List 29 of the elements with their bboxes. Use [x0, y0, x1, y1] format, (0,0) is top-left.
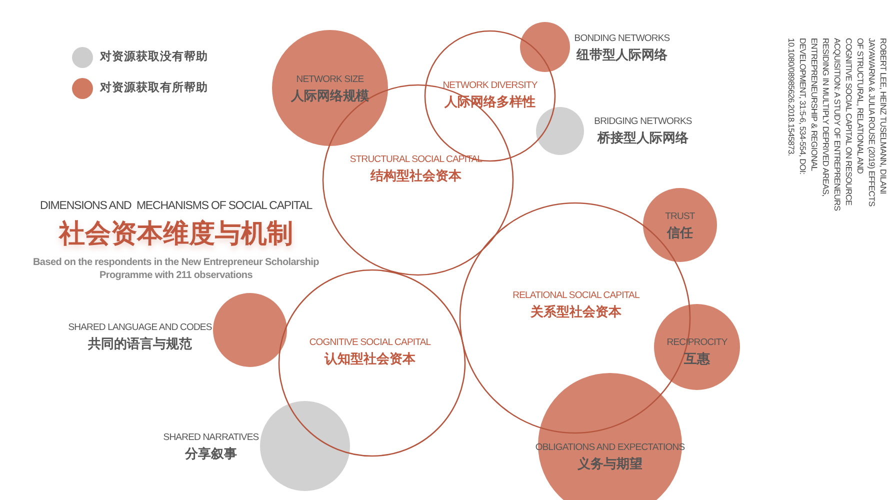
node-title: SHARED NARRATIVES	[163, 432, 259, 444]
node-title: TRUST	[665, 211, 695, 223]
citation: ROBERT LEE, HEINZ TUSELMANN, DILANI JAYAWARNA & JULIA ROUSE (2019) EFFECTS OF STRUCTURAL, RELATIONAL AND COGNITIVE SOCIAL CAPITAL ON RESOURCE ACQUISITION: A STUDY OF ENTREPRENEURS RESIDING IN MULTIPLY DEPRIVED AREAS, ENTREPRENEURSHIP & REGIONAL DEVELOPMENT, 31:5-6, 534-554, DOI: 10.1080/08985626.2018.1545873.	[786, 38, 888, 213]
title: DIMENSIONS AND MECHANISMS OF SOCIAL CAPITAL	[38, 200, 314, 212]
legend-label: 对资源获取有所帮助	[100, 80, 208, 96]
node-title: NETWORK SIZE	[296, 74, 364, 86]
node-subtitle: 认知型社会资本	[324, 350, 416, 367]
node-subtitle: 共同的语言与规范	[88, 335, 192, 352]
legend-label: 对资源获取没有帮助	[100, 49, 208, 65]
node-title: SHARED LANGUAGE AND CODES	[68, 322, 212, 334]
node-subtitle: 人际网络规模	[291, 87, 369, 104]
node-subtitle: 桥接型人际网络	[598, 129, 688, 146]
node-subtitle: 人际网络多样性	[444, 93, 536, 110]
node-title: BRIDGING NETWORKS	[594, 116, 692, 128]
node-title: STRUCTURAL SOCIAL CAPITAL	[350, 154, 482, 166]
node-title: NETWORK DIVERSITY	[442, 80, 538, 92]
node-subtitle: 互惠	[684, 350, 710, 367]
node-subtitle: 分享叙事	[185, 445, 237, 462]
node-subtitle: 纽带型人际网络	[576, 46, 668, 63]
subtitle: 社会资本维度与机制	[58, 218, 294, 250]
node-title: COGNITIVE SOCIAL CAPITAL	[309, 337, 431, 349]
description: Based on the respondents in the New Entrepreneur Scholarship Programme with 211 observations	[32, 256, 320, 282]
node-title: RECIPROCITY	[666, 337, 728, 349]
node-subtitle: 关系型社会资本	[530, 303, 622, 320]
node-subtitle: 义务与期望	[578, 455, 642, 472]
node-title: BONDING NETWORKS	[574, 33, 670, 45]
node-subtitle: 结构型社会资本	[370, 167, 462, 184]
node-title: RELATIONAL SOCIAL CAPITAL	[512, 290, 640, 302]
node-subtitle: 信任	[667, 224, 693, 241]
